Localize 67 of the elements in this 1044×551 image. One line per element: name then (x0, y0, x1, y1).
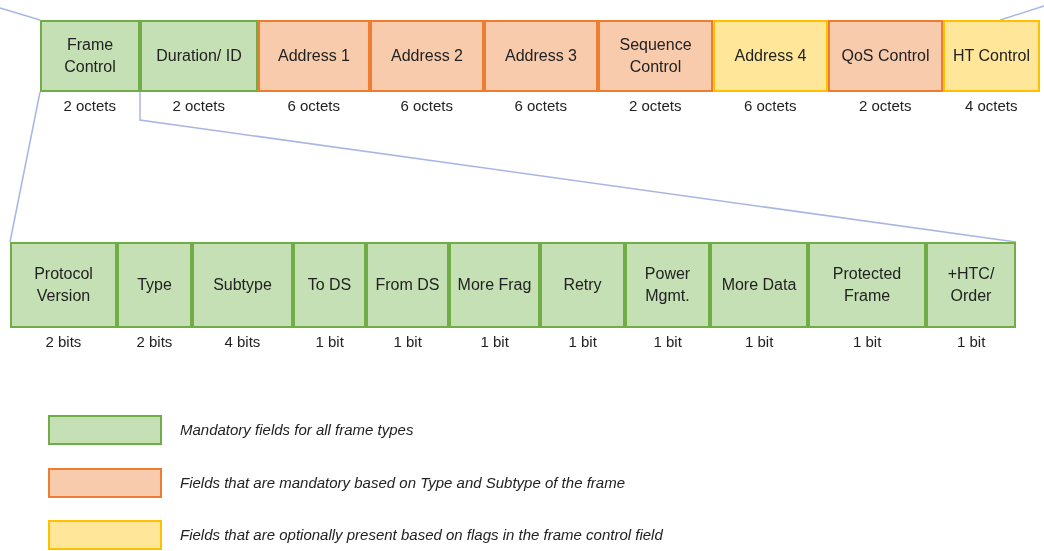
field-box (598, 20, 713, 92)
field-box (258, 20, 370, 92)
field-name: To DS (306, 275, 353, 296)
size-label: 1 bit (393, 333, 422, 350)
field-name: QoS Control (840, 46, 931, 67)
field-name: Type (136, 275, 173, 296)
zoom-line (139, 91, 1017, 243)
field-name: Address 1 (276, 46, 351, 67)
field-box (366, 242, 449, 328)
field-box (540, 242, 625, 328)
field-name: Power Mgmt. (643, 264, 692, 306)
zoom-line (9, 91, 41, 243)
legend-text: Mandatory fields for all frame types (180, 421, 414, 438)
field-box (40, 20, 140, 92)
field-name: Subtype (212, 275, 273, 296)
field-box (293, 242, 366, 328)
field-box (449, 242, 540, 328)
field-box (808, 242, 926, 328)
size-label: 1 bit (315, 333, 344, 350)
size-label: 6 octets (744, 97, 797, 114)
field-name: Protocol Version (33, 264, 94, 306)
size-label: 2 bits (136, 333, 173, 350)
field-box (140, 20, 258, 92)
field-box (943, 20, 1040, 92)
field-name: +HTC/ Order (946, 264, 996, 306)
field-name: Sequence Control (618, 35, 693, 77)
zoom-line (0, 7, 41, 21)
field-name: Retry (562, 275, 603, 296)
field-box (370, 20, 484, 92)
size-label: 1 bit (853, 333, 882, 350)
size-label: 1 bit (745, 333, 774, 350)
field-name: Protected Frame (831, 264, 903, 306)
size-label: 6 octets (287, 97, 341, 114)
field-box (710, 242, 808, 328)
field-name: Address 3 (503, 46, 578, 67)
size-label: 1 bit (653, 333, 682, 350)
field-name: Address 4 (733, 46, 808, 67)
field-name: Address 2 (389, 46, 464, 67)
field-name: Frame Control (63, 35, 117, 77)
field-box (828, 20, 943, 92)
size-label: 2 octets (859, 97, 912, 114)
field-name: From DS (374, 275, 441, 296)
field-box (625, 242, 710, 328)
size-label: 2 octets (63, 97, 117, 114)
size-label: 2 octets (172, 97, 226, 114)
size-label: 2 octets (629, 97, 682, 114)
size-label: 1 bit (957, 333, 986, 350)
field-name: Duration/ ID (155, 46, 243, 67)
field-name: More Frag (456, 275, 533, 296)
size-label: 6 octets (514, 97, 568, 114)
size-label: 1 bit (480, 333, 509, 350)
size-label: 2 bits (45, 333, 82, 350)
field-box (10, 242, 117, 328)
field-box (192, 242, 293, 328)
field-name: More Data (720, 275, 798, 296)
field-box (926, 242, 1016, 328)
size-label: 6 octets (400, 97, 454, 114)
zoom-line (999, 5, 1044, 21)
field-box (117, 242, 192, 328)
legend-text: Fields that are mandatory based on Type and Subtype of the frame (180, 474, 625, 491)
size-label: 1 bit (568, 333, 597, 350)
field-box (484, 20, 598, 92)
size-label: 4 octets (965, 97, 1018, 114)
size-label: 4 bits (224, 333, 261, 350)
legend-text: Fields that are optionally present based on flags in the frame control field (180, 526, 663, 543)
field-box (713, 20, 828, 92)
field-name: HT Control (951, 46, 1032, 67)
